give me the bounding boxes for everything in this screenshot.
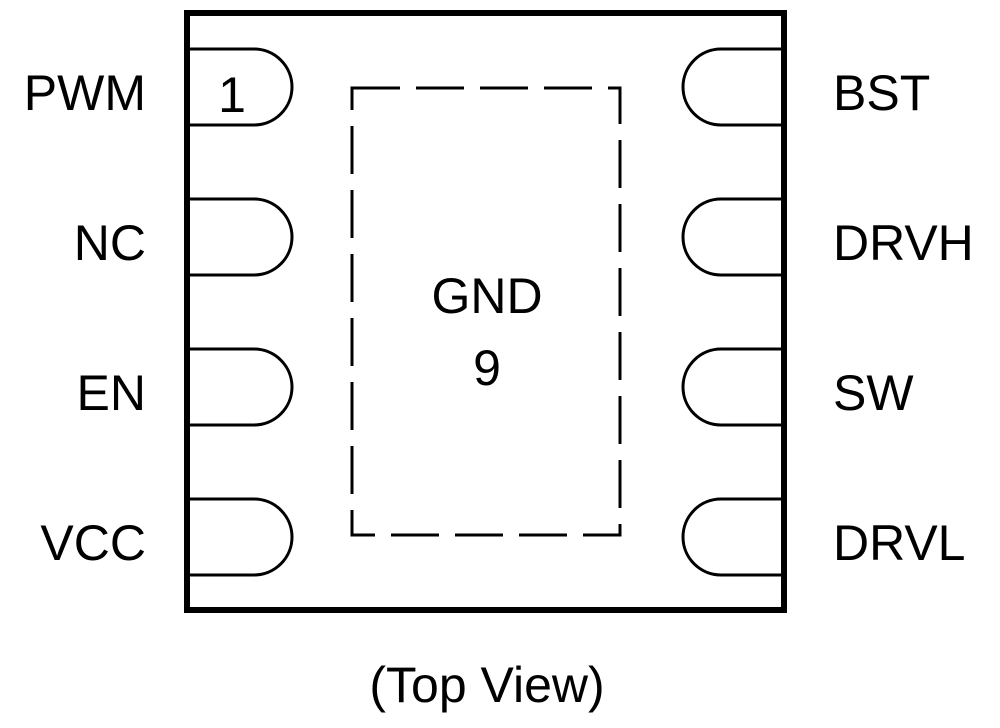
left-pin-label: VCC <box>40 515 146 571</box>
right-pin-label: DRVL <box>833 515 965 571</box>
thermal-pad-number: 9 <box>473 340 501 396</box>
left-pin-label: NC <box>74 215 146 271</box>
pin1-marker: 1 <box>218 67 246 123</box>
right-pin-label: SW <box>833 365 914 421</box>
right-pin-pad <box>681 47 784 127</box>
left-pin-label: EN <box>77 365 146 421</box>
right-pin-label: DRVH <box>833 215 974 271</box>
thermal-pad-name: GND <box>431 268 542 324</box>
left-pin-pad <box>187 197 294 277</box>
left-pin-pad <box>187 347 294 427</box>
view-caption: (Top View) <box>369 657 604 713</box>
right-pin-pad <box>681 347 784 427</box>
package-outline <box>184 10 787 613</box>
left-pin-label: PWM <box>24 65 146 121</box>
right-pin-pad <box>681 497 784 577</box>
right-pin-label: BST <box>833 65 930 121</box>
left-pin-pad <box>187 47 294 127</box>
left-pin-pad <box>187 497 294 577</box>
thermal-pad-outline <box>350 86 622 537</box>
right-pin-pad <box>681 197 784 277</box>
